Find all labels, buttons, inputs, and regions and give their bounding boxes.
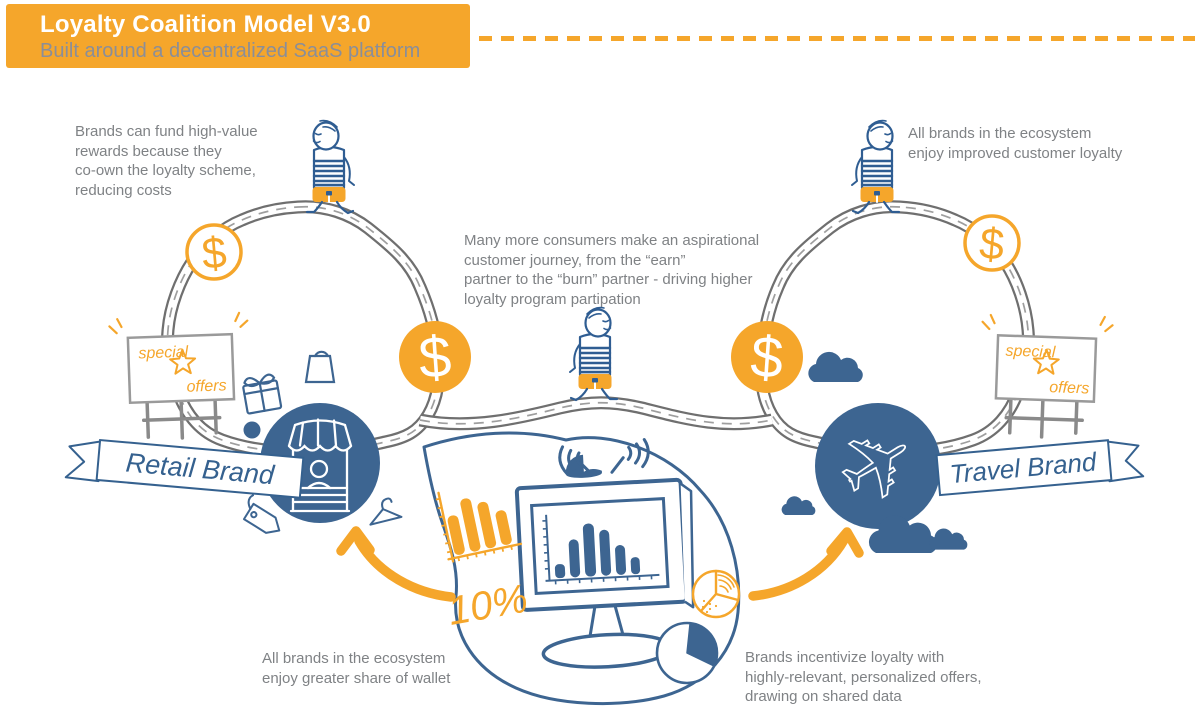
retail-brand-banner: Retail Brand bbox=[64, 438, 305, 499]
annotation-line: Brands can fund high-value bbox=[75, 123, 258, 140]
cloud-icon bbox=[929, 528, 968, 550]
sign-text-offers: offers bbox=[186, 377, 227, 395]
page-subtitle: Built around a decentralized SaaS platfo… bbox=[40, 40, 421, 62]
blue-pie-chart bbox=[655, 621, 719, 685]
coin-filled-left: $ bbox=[399, 321, 471, 393]
price-tag-icon bbox=[242, 494, 281, 534]
annotation-line: enjoy greater share of wallet bbox=[262, 669, 451, 687]
monitor-base bbox=[541, 632, 673, 669]
dot-decoration bbox=[243, 421, 261, 439]
annotation-line: rewards because they bbox=[75, 142, 222, 160]
sign-text-special: special bbox=[1005, 343, 1056, 362]
road-center bbox=[420, 403, 772, 424]
orange-pie-chart bbox=[691, 569, 741, 619]
special-offers-sign-right: special offers bbox=[981, 313, 1114, 439]
dashed-divider bbox=[479, 36, 1195, 41]
dollar-icon: $ bbox=[417, 324, 454, 391]
shopping-bag-icon bbox=[304, 350, 336, 384]
walking-person-center bbox=[568, 306, 619, 402]
annotation-line: All brands in the ecosystem bbox=[908, 125, 1092, 142]
cloud-icon bbox=[781, 496, 816, 515]
hanger-icon bbox=[369, 497, 403, 526]
platform-blob-outline bbox=[422, 431, 741, 706]
walking-person-right bbox=[850, 119, 901, 215]
annotation-bottom-right: Brands incentivize loyalty with highly-r… bbox=[745, 648, 982, 707]
dollar-icon: $ bbox=[200, 228, 229, 279]
star-icon bbox=[169, 348, 197, 375]
orange-bar-chart bbox=[435, 491, 523, 563]
annotation-line: highly-relevant, personalized offers, bbox=[745, 668, 982, 686]
walking-person-left bbox=[305, 119, 356, 215]
special-offers-sign-left: special offers bbox=[108, 311, 249, 440]
sign-text-special: special bbox=[138, 344, 189, 363]
arrow-to-travel bbox=[748, 527, 864, 601]
annotation-line: co-own the loyalty scheme, bbox=[75, 162, 256, 179]
dollar-icon: $ bbox=[978, 219, 1007, 270]
title-banner: Loyalty Coalition Model V3.0 Built aroun… bbox=[6, 4, 470, 68]
travel-brand-banner: Travel Brand bbox=[935, 439, 1145, 497]
annotation-line: drawing on shared data bbox=[745, 688, 902, 705]
travel-brand-circle: ✈ bbox=[815, 401, 941, 531]
antenna-dome bbox=[565, 454, 602, 478]
gift-icon bbox=[242, 373, 283, 415]
arrow-to-retail bbox=[336, 526, 456, 602]
cloud-icon bbox=[808, 351, 863, 382]
annotation-top-right: All brands in the ecosystem enjoy improv… bbox=[908, 124, 1122, 163]
saas-platform-monitor bbox=[514, 438, 695, 669]
annotation-line: customer journey, from the “earn” bbox=[464, 251, 686, 269]
wifi-waves-icon bbox=[558, 438, 650, 476]
star-icon bbox=[1032, 349, 1060, 375]
annotation-center: Many more consumers make an aspirational… bbox=[464, 231, 759, 309]
coin-outline-right: $ bbox=[963, 214, 1021, 272]
annotation-line: reducing costs bbox=[75, 181, 172, 199]
annotation-line: enjoy improved customer loyalty bbox=[908, 144, 1123, 162]
annotation-line: partner to the “burn” partner - driving … bbox=[464, 271, 753, 288]
annotation-bottom-left: All brands in the ecosystem enjoy greate… bbox=[262, 649, 450, 688]
annotation-line: Many more consumers make an aspirational bbox=[464, 232, 760, 249]
screen-bar-chart bbox=[542, 514, 660, 585]
annotation-top-left: Brands can fund high-value rewards becau… bbox=[75, 122, 258, 200]
coin-outline-left: $ bbox=[185, 223, 243, 281]
dollar-icon: $ bbox=[749, 324, 786, 391]
annotation-line: loyalty program partipation bbox=[464, 290, 641, 308]
annotation-line: Brands incentivize loyalty with bbox=[745, 649, 945, 666]
coin-filled-right: $ bbox=[731, 321, 803, 393]
sign-text-offers: offers bbox=[1049, 379, 1090, 397]
page-title: Loyalty Coalition Model V3.0 bbox=[40, 11, 371, 38]
annotation-line: All brands in the ecosystem bbox=[262, 650, 446, 667]
